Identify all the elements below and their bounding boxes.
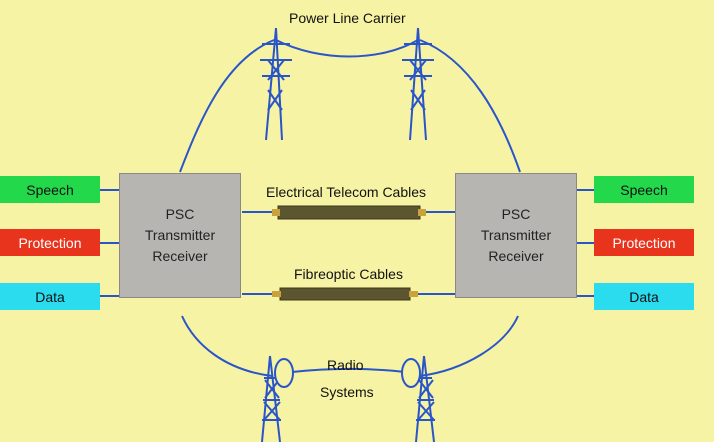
power-line-left [179,39,275,173]
psc-unit-left: PSC Transmitter Receiver [119,173,241,298]
psc-unit-right-line1: PSC [501,206,531,222]
radio-tower-icon [261,355,294,442]
fibre-cable-end-left [272,291,281,297]
protection-box-left: Protection [0,229,100,256]
fibre-cable-body [279,287,411,301]
data-box-right: Data [594,283,694,310]
psc-unit-left-line2: Transmitter [144,227,216,243]
psc-unit-left-line1: PSC [165,206,195,222]
fibre-cable-label: Fibreoptic Cables [294,266,403,282]
power-line-right [419,39,521,173]
electrical-cable-body [277,205,421,220]
radio-link-right [419,315,519,377]
electrical-cable-end-right [418,209,426,216]
radio-link-left [181,315,273,377]
psc-unit-left-line3: Receiver [152,248,208,264]
radio-link-span [291,368,406,373]
radio-label-line1: Radio [327,357,364,373]
transmission-tower-icon [260,27,292,141]
psc-unit-right-line2: Transmitter [480,227,552,243]
data-box-left: Data [0,283,100,310]
psc-unit-right: PSC Transmitter Receiver [455,173,577,298]
protection-box-right: Protection [594,229,694,256]
power-line-span [275,39,419,58]
speech-box-right: Speech [594,176,694,203]
speech-box-left: Speech [0,176,100,203]
radio-label-line2: Systems [320,384,374,400]
electrical-cable-label: Electrical Telecom Cables [266,184,427,200]
transmission-tower-icon [402,27,434,141]
diagram-title: Power Line Carrier [289,10,406,26]
fibre-cable-end-right [409,291,418,297]
electrical-cable-end-left [272,209,280,216]
psc-unit-right-line3: Receiver [488,248,544,264]
radio-tower-icon [401,355,435,442]
